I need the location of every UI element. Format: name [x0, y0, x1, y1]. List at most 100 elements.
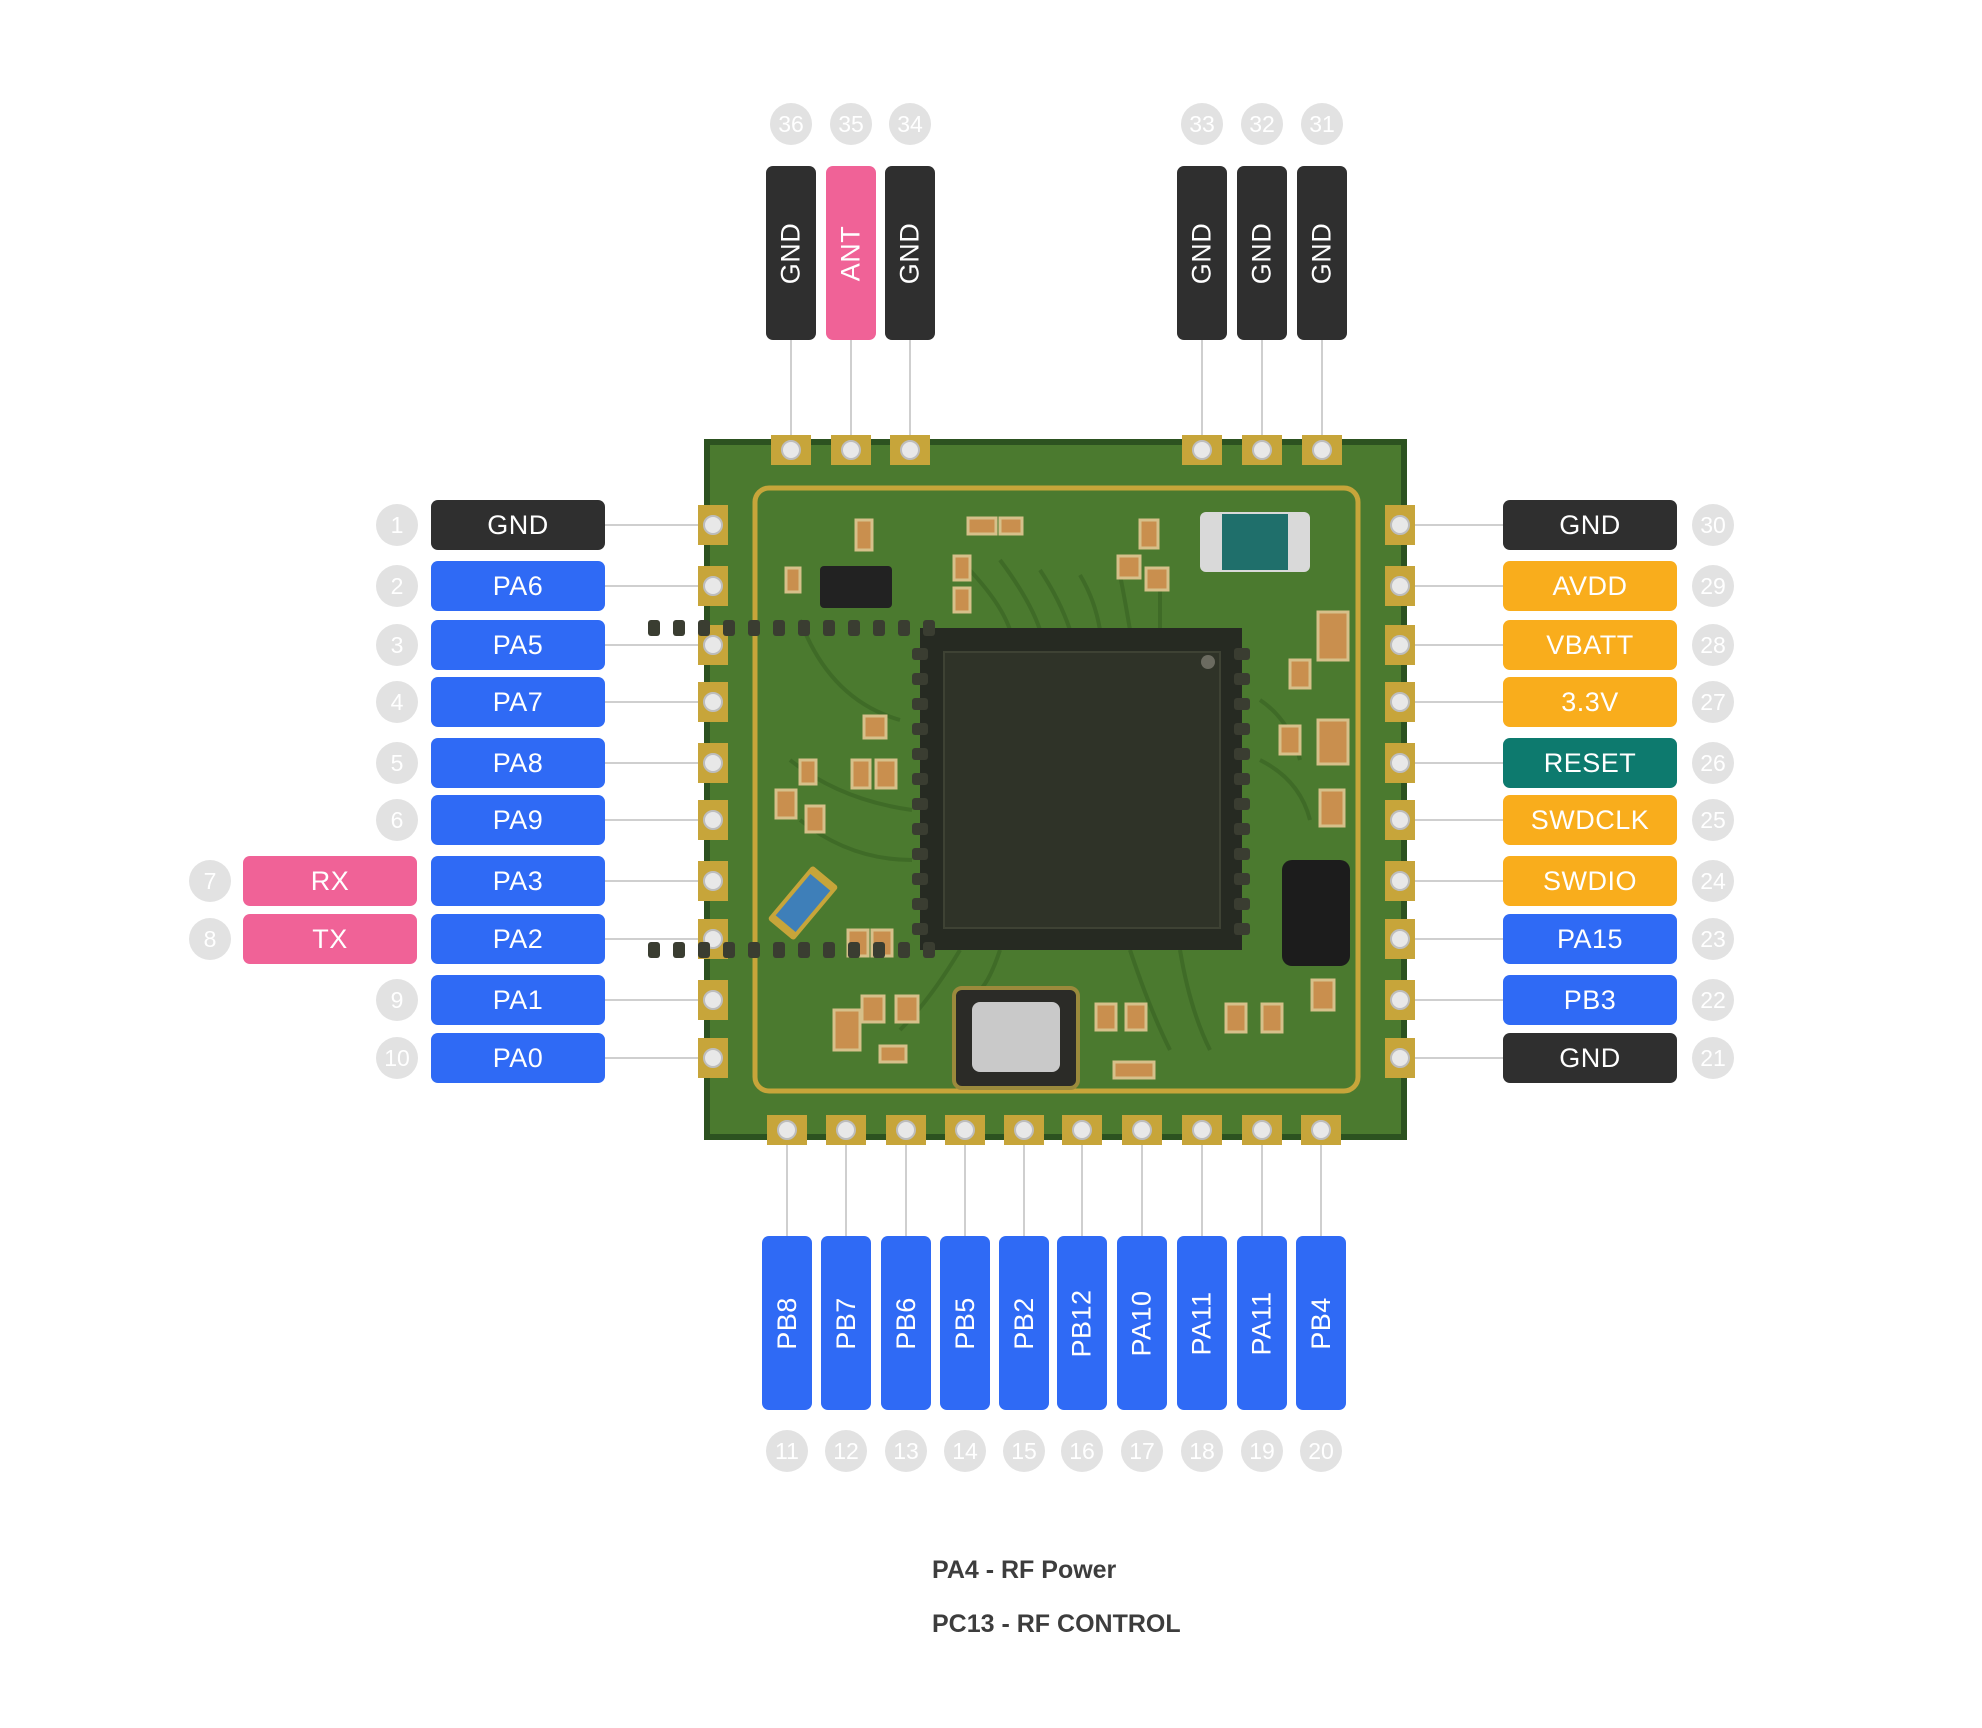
pin-number-badge: 7	[189, 860, 231, 902]
mcu-lead	[912, 898, 928, 910]
pin-number-badge: 28	[1692, 624, 1734, 666]
pin-number-badge: 13	[885, 1430, 927, 1472]
smd-part	[1124, 1002, 1148, 1032]
pin-18-pad-dot	[1192, 1120, 1212, 1140]
pin-9-pad-dot	[703, 990, 723, 1010]
pin-28-label: VBATT	[1503, 620, 1677, 670]
pin-16-pad-dot	[1072, 1120, 1092, 1140]
pin-number-badge: 5	[376, 742, 418, 784]
pin-number-badge: 24	[1692, 860, 1734, 902]
pin-7-label-text: PA3	[492, 865, 544, 896]
mcu-lead	[912, 698, 928, 710]
pin-5-label-text: PA8	[492, 747, 544, 778]
pcb-trace	[798, 619, 901, 722]
mcu-lead	[1234, 873, 1250, 885]
pin-12-label: PB7	[821, 1236, 871, 1410]
pin-number-badge: 12	[825, 1430, 867, 1472]
mcu-lead	[912, 648, 928, 660]
pin-15-label-text: PB2	[1008, 1296, 1039, 1350]
pin-32-label: GND	[1237, 166, 1287, 340]
mcu-lead	[923, 620, 935, 636]
pin-17-label-text: PA10	[1126, 1289, 1157, 1357]
pin-number-badge: 21	[1692, 1037, 1734, 1079]
pin-25-label-text: SWDCLK	[1530, 804, 1650, 835]
pcb-border	[704, 439, 1407, 1140]
pin-number-badge: 23	[1692, 918, 1734, 960]
pin-leader-lines	[605, 340, 1503, 1236]
mcu-lead	[648, 620, 660, 636]
pin-number-badge: 2	[376, 565, 418, 607]
pin-number-badge: 32	[1241, 103, 1283, 145]
smd-part	[966, 516, 998, 536]
mcu-lead	[848, 942, 860, 958]
pin-number-badge: 19	[1241, 1430, 1283, 1472]
pin-number-badge: 3	[376, 624, 418, 666]
pin-22-label-text: PB3	[1563, 984, 1617, 1015]
pin-number-badge: 31	[1301, 103, 1343, 145]
mcu-lead	[898, 620, 910, 636]
pin-36-label-text: GND	[775, 222, 806, 284]
note-rf-control: PC13 - RF CONTROL	[932, 1610, 1181, 1638]
pin-number-badge: 16	[1061, 1430, 1103, 1472]
pin-1-pad-dot	[703, 515, 723, 535]
pcb-trace	[1128, 949, 1172, 1051]
mcu-lead	[912, 848, 928, 860]
pin-11-pad-dot	[777, 1120, 797, 1140]
pin-16-label: PB12	[1057, 1236, 1107, 1410]
mcu-lead	[1234, 698, 1250, 710]
pin-23-pad-dot	[1390, 929, 1410, 949]
pin-27-label-text: 3.3V	[1561, 686, 1619, 717]
mcu-lead	[773, 620, 785, 636]
pin-6-label: PA9	[431, 795, 605, 845]
pin-24-label: SWDIO	[1503, 856, 1677, 906]
pin-20-label: PB4	[1296, 1236, 1346, 1410]
pin-24-label-text: SWDIO	[1543, 865, 1637, 896]
pin-25-pad-dot	[1390, 810, 1410, 830]
pin-8-alt-label: TX	[243, 914, 417, 964]
pin-31-pad-dot	[1312, 440, 1332, 460]
pcb-trace	[1259, 758, 1312, 821]
mcu-lead	[1234, 773, 1250, 785]
mcu-lead	[1234, 748, 1250, 760]
pcb-trace	[1038, 568, 1072, 631]
pin-3-label: PA5	[431, 620, 605, 670]
pin-34-label-text: GND	[894, 222, 925, 284]
mcu-lead	[848, 620, 860, 636]
pin-30-pad-dot	[1390, 515, 1410, 535]
pin-8-label: PA2	[431, 914, 605, 964]
pcb-trace	[998, 558, 1042, 631]
mcu-lead	[873, 620, 885, 636]
pin-36-pad-dot	[781, 440, 801, 460]
smd-part	[1278, 724, 1302, 756]
pin-26-pad-dot	[1390, 753, 1410, 773]
pin-3-pad-dot	[703, 635, 723, 655]
pin-19-label: PA11	[1237, 1236, 1287, 1410]
mcu-lead	[1234, 798, 1250, 810]
pin-number-badge: 29	[1692, 565, 1734, 607]
pin-number-badge: 20	[1300, 1430, 1342, 1472]
pin-17-label: PA10	[1117, 1236, 1167, 1410]
smd-part	[798, 758, 818, 786]
pin-1-label: GND	[431, 500, 605, 550]
smd-part	[850, 758, 872, 790]
pin-27-label: 3.3V	[1503, 677, 1677, 727]
pin-number-badge: 15	[1003, 1430, 1045, 1472]
smd-part	[1316, 718, 1350, 766]
smd-part	[998, 516, 1024, 536]
mcu-lead	[748, 942, 760, 958]
pin-19-label-text: PA11	[1246, 1290, 1277, 1356]
pin-17-pad-dot	[1132, 1120, 1152, 1140]
smd-part	[832, 1008, 862, 1052]
pin-13-label: PB6	[881, 1236, 931, 1410]
mcu-lead	[823, 620, 835, 636]
pin-4-label: PA7	[431, 677, 605, 727]
regulator-ic	[1282, 860, 1350, 966]
pin-4-label-text: PA7	[492, 686, 544, 717]
smd-part	[894, 994, 920, 1024]
pin-number-badge: 6	[376, 799, 418, 841]
smd-part	[952, 554, 972, 582]
pin-28-pad-dot	[1390, 635, 1410, 655]
pin-20-pad-dot	[1311, 1120, 1331, 1140]
pin-31-label: GND	[1297, 166, 1347, 340]
